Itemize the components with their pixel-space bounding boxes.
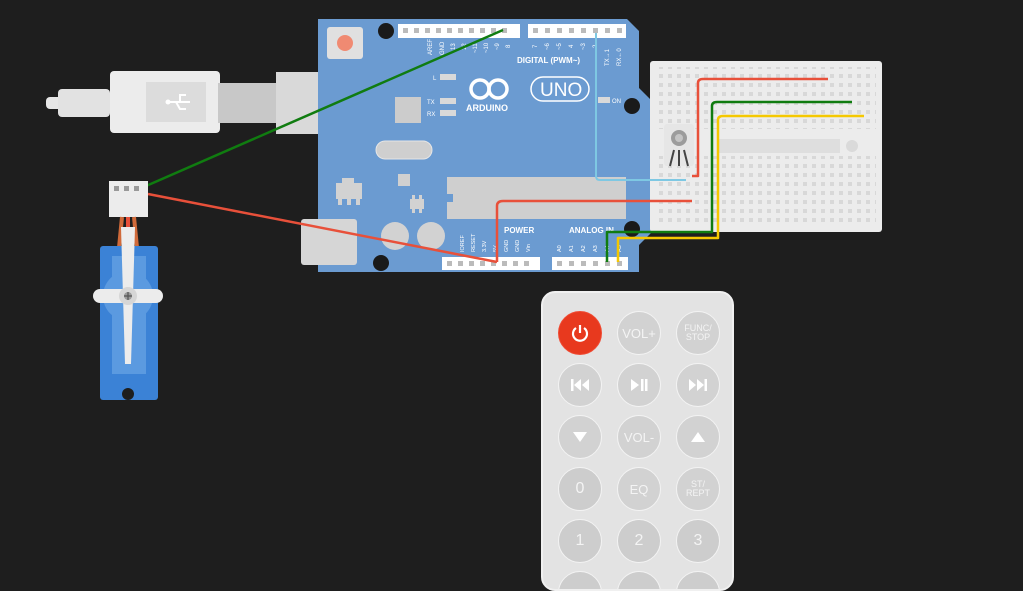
func-stop-button[interactable]: FUNC/STOP (676, 311, 720, 355)
pin-label-13: 13 (451, 43, 457, 50)
pin-label-a2: A2 (581, 245, 587, 252)
circuit-canvas[interactable]: AREF GND 13 12 ~11 ~10 ~9 8 7 ~6 ~5 4 ~3… (0, 0, 1023, 575)
transistor (410, 195, 424, 213)
led-on-label: ON (612, 99, 621, 105)
breadboard-divider (718, 139, 840, 153)
power-header[interactable] (442, 257, 540, 270)
arduino-logo-text: ARDUINO (466, 103, 508, 113)
digital-header[interactable] (398, 24, 626, 38)
triangle-down-icon (573, 432, 587, 442)
pin-label-3: ~3 (581, 42, 587, 50)
microcontroller-chip (447, 177, 626, 219)
skip-back-icon (571, 379, 589, 391)
wires[interactable] (145, 28, 864, 264)
pin-label-a3: A3 (593, 245, 599, 252)
pin-label-tx: TX→1 (605, 48, 611, 66)
power-label: POWER (504, 226, 534, 235)
wire-green-servo[interactable] (145, 28, 504, 188)
power-jack[interactable] (301, 219, 357, 265)
vol-up-button[interactable]: VOL+ (617, 311, 661, 355)
pin-label-a1: A1 (569, 245, 575, 252)
pin-label-gnd-top: GND (440, 41, 446, 55)
triangle-up-icon (691, 432, 705, 442)
pin-label-rx: RX←0 (617, 48, 623, 66)
pin-label-11: ~11 (473, 43, 479, 53)
small-chip (398, 174, 410, 186)
reset-button[interactable] (327, 27, 363, 59)
pin-label-5: ~5 (557, 42, 563, 50)
status-leds: L TX RX ON (427, 74, 621, 118)
led-rx-label: RX (427, 112, 435, 118)
up-button[interactable] (676, 415, 720, 459)
uno-badge: UNO (530, 76, 590, 102)
arduino-logo: ARDUINO (466, 78, 509, 113)
play-pause-icon (631, 379, 648, 391)
digital-label: DIGITAL (PWM~) (517, 56, 580, 65)
wire-yellow-signal[interactable] (616, 114, 864, 262)
power-icon (571, 325, 589, 342)
crystal-oscillator (375, 140, 433, 160)
pin-label-9: ~9 (495, 42, 501, 50)
pin-label-gnd1: GND (504, 240, 510, 252)
digit-5-button-partial[interactable] (617, 571, 661, 589)
capacitor-1 (381, 222, 409, 250)
servo-motor[interactable] (93, 181, 163, 400)
skip-forward-icon (689, 379, 707, 391)
prev-button[interactable] (558, 363, 602, 407)
digit-4-button-partial[interactable] (558, 571, 602, 589)
digit-2-button[interactable]: 2 (617, 519, 661, 563)
st-rept-button[interactable]: ST/REPT (676, 467, 720, 511)
pin-label-6: ~6 (545, 42, 551, 50)
wire-green-gnd[interactable] (605, 100, 852, 262)
wire-red-servo[interactable] (147, 192, 498, 264)
wire-red-5v[interactable] (495, 199, 692, 262)
pin-label-gnd2: GND (515, 240, 521, 252)
pin-label-vin: Vin (526, 244, 532, 252)
digit-0-button[interactable]: 0 (558, 467, 602, 511)
pin-label-aref: AREF (428, 39, 434, 55)
analog-header[interactable] (552, 257, 628, 270)
eq-button[interactable]: EQ (617, 467, 661, 511)
digit-3-button[interactable]: 3 (676, 519, 720, 563)
pin-label-ioref: IOREF (460, 235, 466, 252)
usb-chip (395, 97, 421, 123)
wire-cyan-pin2[interactable] (595, 33, 686, 181)
breadboard[interactable] (650, 61, 882, 232)
power-button[interactable] (558, 311, 602, 355)
led-tx-label: TX (427, 100, 435, 106)
capacitor-2 (417, 222, 445, 250)
pin-label-a5: A5 (617, 245, 623, 252)
vol-down-button[interactable]: VOL- (617, 415, 661, 459)
down-button[interactable] (558, 415, 602, 459)
pin-label-4: 4 (569, 44, 575, 48)
usb-icon (165, 94, 190, 110)
digit-1-button[interactable]: 1 (558, 519, 602, 563)
next-button[interactable] (676, 363, 720, 407)
ir-remote[interactable]: VOL+ FUNC/STOP VOL- 0 EQ ST/REPT 1 2 3 (541, 291, 734, 591)
ir-receiver[interactable] (664, 124, 694, 167)
usb-cable[interactable] (46, 71, 336, 134)
pin-label-7: 7 (533, 44, 539, 48)
func-stop-label: FUNC/STOP (684, 323, 712, 342)
pin-label-a0: A0 (557, 245, 563, 252)
pin-label-10: ~10 (484, 42, 490, 53)
arduino-uno-board[interactable]: AREF GND 13 12 ~11 ~10 ~9 8 7 ~6 ~5 4 ~3… (301, 19, 652, 272)
st-rept-label: ST/REPT (685, 479, 710, 498)
wire-red-breadboard[interactable] (692, 77, 828, 178)
pin-label-reset: RESET (471, 233, 477, 252)
pin-label-3v3: 3.3V (482, 240, 488, 252)
pin-label-8: 8 (506, 44, 512, 48)
digit-6-button-partial[interactable] (676, 571, 720, 589)
led-l-label: L (433, 76, 437, 82)
voltage-regulator (336, 178, 362, 205)
analog-label: ANALOG IN (569, 226, 614, 235)
svg-text:UNO: UNO (540, 80, 582, 101)
play-pause-button[interactable] (617, 363, 661, 407)
